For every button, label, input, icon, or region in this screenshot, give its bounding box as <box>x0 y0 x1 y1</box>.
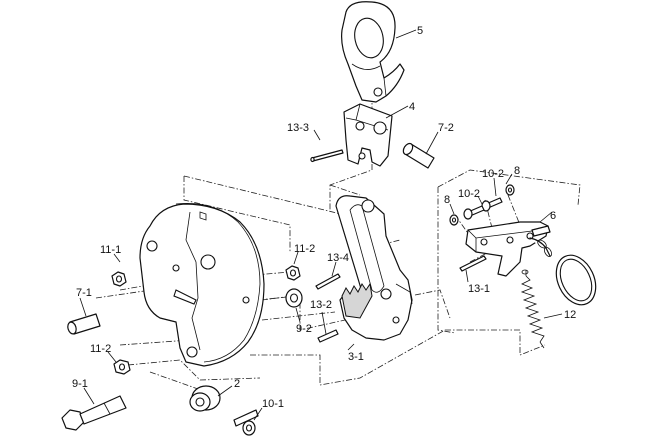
label-12: 12 <box>564 309 576 321</box>
part-labels: 5 4 13-3 7-2 10-2 8 8 10-2 6 11-1 11-2 1… <box>72 25 576 410</box>
pin-part-13-4 <box>315 273 341 290</box>
pin-part-13-2 <box>317 329 339 343</box>
washer-part-9-2 <box>285 288 303 308</box>
label-4: 4 <box>409 101 415 113</box>
label-11-2-lower: 11-2 <box>90 343 111 355</box>
label-13-2: 13-2 <box>310 299 332 311</box>
washer-part-8-lower <box>449 214 459 226</box>
shaft-part-7-1 <box>67 313 101 335</box>
label-7-2: 7-2 <box>438 122 454 134</box>
spring-part-12 <box>520 269 545 349</box>
washer-part-8-upper <box>505 184 515 196</box>
label-11-1: 11-1 <box>100 244 121 256</box>
label-13-1: 13-1 <box>468 283 490 295</box>
pin-part-13-3 <box>310 149 344 163</box>
label-13-4: 13-4 <box>327 252 349 264</box>
label-7-1: 7-1 <box>76 287 92 299</box>
label-11-2-upper: 11-2 <box>294 243 315 255</box>
label-13-3: 13-3 <box>287 122 309 134</box>
label-10-2-lower: 10-2 <box>458 188 480 200</box>
roller-part-2 <box>189 385 221 412</box>
leader-lines <box>79 29 563 421</box>
label-5: 5 <box>417 25 423 37</box>
label-9-2: 9-2 <box>296 323 312 335</box>
lever-cam-part-3-1 <box>335 195 413 341</box>
label-6: 6 <box>550 210 556 222</box>
body-side-plate <box>139 203 265 367</box>
bracket-part-6 <box>465 221 551 277</box>
pin-part-13-1 <box>459 255 487 272</box>
bolt-part-10-2-lower <box>463 205 485 220</box>
bolt-part-10-2-upper <box>481 197 503 212</box>
lifting-eye-part-5 <box>341 1 405 103</box>
bolt-part-10-1 <box>233 409 259 436</box>
nut-part-11-2-upper <box>285 265 301 281</box>
label-10-2-upper: 10-2 <box>482 168 504 180</box>
nut-part-11-2-lower <box>113 359 131 375</box>
label-8-upper: 8 <box>514 165 520 177</box>
label-2: 2 <box>234 378 240 390</box>
bolt-part-9-1 <box>61 395 127 431</box>
link-part-4 <box>343 103 393 167</box>
label-8-lower: 8 <box>444 194 450 206</box>
nut-part-11-1 <box>111 271 127 287</box>
label-3-1: 3-1 <box>348 351 364 363</box>
label-9-1: 9-1 <box>72 378 88 390</box>
label-10-1: 10-1 <box>262 398 284 410</box>
shaft-part-7-2 <box>402 142 435 169</box>
pull-ring <box>529 237 597 306</box>
